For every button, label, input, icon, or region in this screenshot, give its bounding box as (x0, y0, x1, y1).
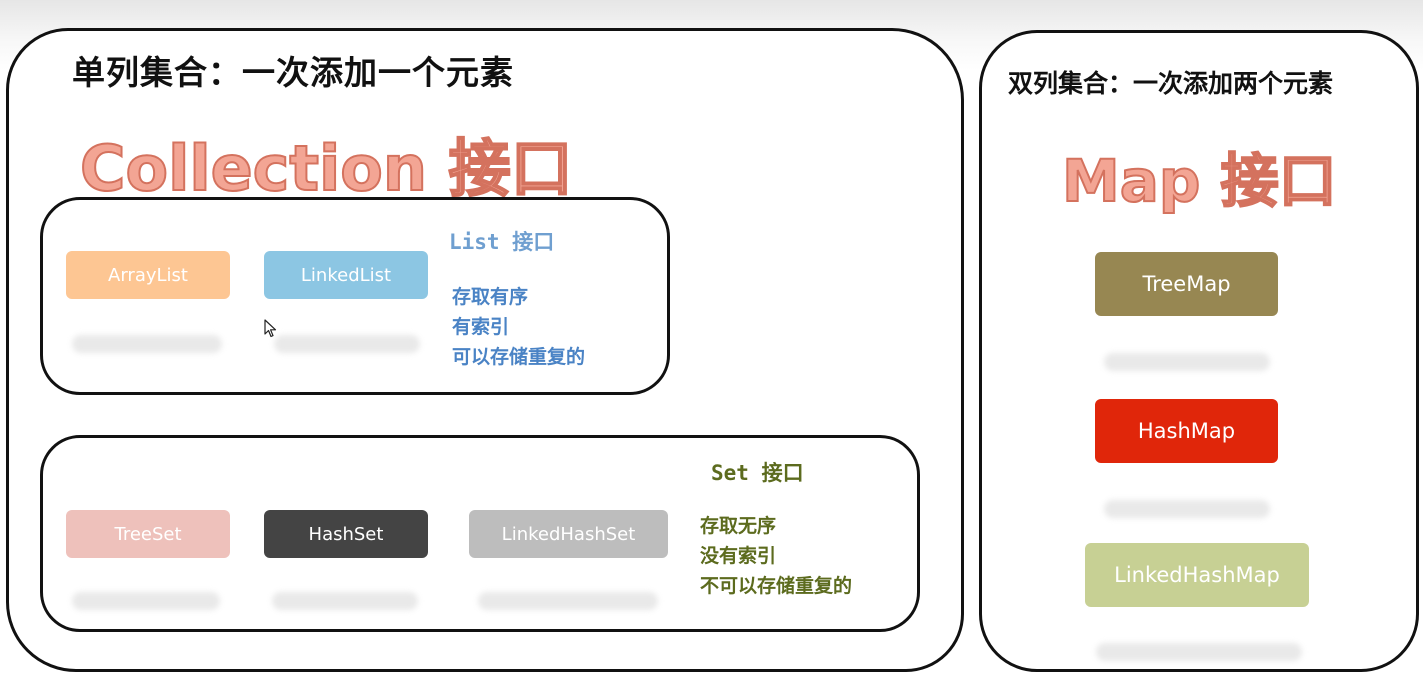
collection-interface-title: Collection 接口 (79, 131, 574, 206)
set-note: 不可以存储重复的 (700, 575, 853, 597)
hashset-shadow (272, 592, 418, 610)
list-interface-label: List 接口 (449, 230, 555, 254)
hashmap-chip: HashMap (1095, 399, 1278, 463)
map-interface-title: Map 接口 (1061, 146, 1338, 216)
list-interface-notes: 存取有序 有索引 可以存储重复的 (452, 282, 585, 372)
set-interface-notes: 存取无序 没有索引 不可以存储重复的 (700, 511, 852, 601)
arraylist-shadow (72, 335, 222, 353)
hashmap-shadow (1104, 500, 1270, 518)
linkedhashset-shadow (478, 592, 658, 610)
arraylist-chip: ArrayList (66, 251, 230, 299)
collection-panel-heading: 单列集合：一次添加一个元素 (72, 53, 514, 92)
treeset-chip: TreeSet (66, 510, 230, 558)
list-note: 存取有序 (452, 286, 529, 308)
treemap-chip: TreeMap (1095, 252, 1278, 316)
list-note: 有索引 (452, 316, 510, 338)
treeset-shadow (72, 592, 220, 610)
set-note: 没有索引 (700, 545, 777, 567)
set-note: 存取无序 (700, 515, 777, 537)
treemap-shadow (1104, 353, 1270, 371)
linkedlist-chip: LinkedList (264, 251, 428, 299)
list-note: 可以存储重复的 (452, 346, 586, 368)
mouse-pointer-icon (264, 319, 277, 338)
map-panel-heading: 双列集合：一次添加两个元素 (1008, 69, 1334, 98)
linkedhashmap-chip: LinkedHashMap (1085, 543, 1309, 607)
linkedhashset-chip: LinkedHashSet (469, 510, 668, 558)
set-interface-label: Set 接口 (711, 461, 804, 485)
hashset-chip: HashSet (264, 510, 428, 558)
linkedlist-shadow (274, 335, 420, 353)
linkedhashmap-shadow (1096, 643, 1302, 661)
